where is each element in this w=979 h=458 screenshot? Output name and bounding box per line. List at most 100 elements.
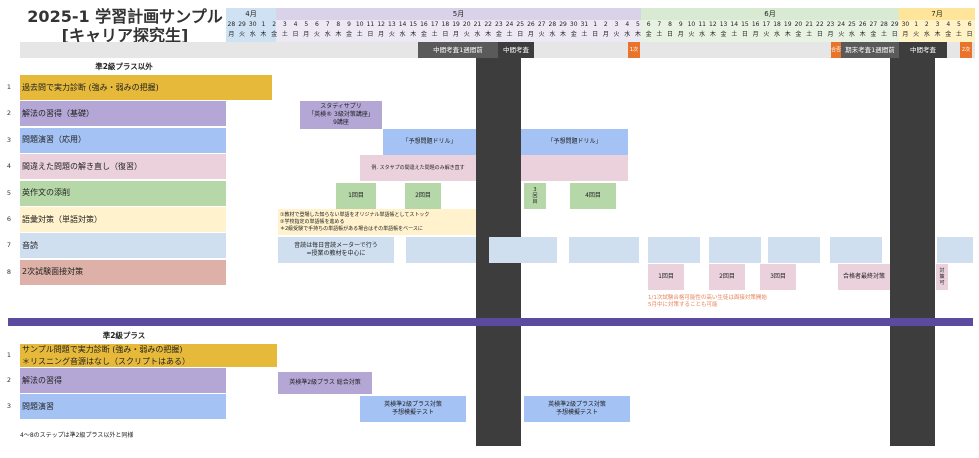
day-weekday: 金 <box>945 31 952 38</box>
task-ondoku-5 <box>648 237 700 263</box>
task-ondoku-9 <box>937 237 973 263</box>
day-weekday: 日 <box>816 31 823 38</box>
day-number: 24 <box>837 21 846 28</box>
day-weekday: 土 <box>881 31 888 38</box>
day-weekday: 日 <box>592 31 599 38</box>
month-jul: 7月 <box>899 8 975 20</box>
task-essay-1: 1回目 <box>336 183 376 209</box>
interview-note: 1/1次試験合格可能性の高い生徒は面接対策開始 5月中に対策することも可能 <box>648 295 767 308</box>
day-weekday: 金 <box>720 31 727 38</box>
task-interview-2: 2回目 <box>709 264 745 290</box>
row-number: 1 <box>6 351 12 359</box>
day-weekday: 水 <box>848 31 855 38</box>
day-number: 9 <box>678 21 683 28</box>
day-weekday: 日 <box>667 31 674 38</box>
row-label: 2次試験面接対策 <box>20 259 226 285</box>
day-weekday: 火 <box>239 31 246 38</box>
day-weekday: 月 <box>378 31 385 38</box>
task-drill-1: 「予想問題ドリル」 <box>383 129 476 155</box>
task-pre2-test-2: 英検準2級プラス対策 予想模擬テスト <box>524 396 630 422</box>
day-weekday: 木 <box>709 31 716 38</box>
row-label: 解法の習得 <box>20 368 226 393</box>
day-number: 13 <box>388 21 396 28</box>
day-weekday: 木 <box>634 31 641 38</box>
day-weekday: 月 <box>902 31 909 38</box>
day-number: 20 <box>462 21 471 28</box>
task-interview-1: 1回目 <box>648 264 684 290</box>
day-weekday: 土 <box>506 31 513 38</box>
day-weekday: 日 <box>891 31 898 38</box>
day-number: 15 <box>409 21 418 28</box>
event-midterm: 中間考査 <box>498 42 534 58</box>
task-ondoku-8 <box>830 237 882 263</box>
row-number: 6 <box>6 215 12 223</box>
exam-column-final <box>890 58 935 320</box>
task-pre2-test-1: 英検準2級プラス対策 予想模擬テスト <box>360 396 466 422</box>
day-number: 7 <box>325 21 330 28</box>
day-weekday: 木 <box>260 31 267 38</box>
day-number: 26 <box>527 21 535 28</box>
day-number: 3 <box>614 21 619 28</box>
day-number: 17 <box>762 21 771 28</box>
row-label: 間違えた問題の解き直し（復習） <box>20 154 226 180</box>
day-number: 10 <box>355 21 364 28</box>
day-number: 19 <box>452 21 460 28</box>
day-number: 1 <box>593 21 598 28</box>
task-interview-final: 合格者最終対策 <box>838 264 890 290</box>
task-ondoku-7 <box>768 237 820 263</box>
day-number: 14 <box>730 21 739 28</box>
title-line-2: [キャリア探究生] <box>61 26 189 45</box>
day-weekday: 金 <box>346 31 353 38</box>
day-number: 19 <box>783 21 792 28</box>
day-number: 2 <box>272 21 277 28</box>
day-weekday: 月 <box>453 31 460 38</box>
day-weekday: 日 <box>741 31 748 38</box>
row-number: 3 <box>6 402 12 410</box>
day-number: 18 <box>441 21 450 28</box>
day-cell: 19 月 <box>451 20 462 40</box>
task-interview-end: 対 策 可 <box>936 264 948 290</box>
event-final-week: 期末考査1週間前 <box>841 42 899 58</box>
row-label: サンプル問題で実力診断 (強み・弱みの把握) ＊リスニング音源はなし（スクリプト… <box>20 344 277 367</box>
day-number: 5 <box>957 21 961 28</box>
day-weekday: 日 <box>517 31 524 38</box>
task-essay-2: 2回目 <box>405 183 441 209</box>
row-label: 過去問で実力診断 (強み・弱みの把握) <box>20 75 272 100</box>
day-weekday: 土 <box>656 31 663 38</box>
day-weekday: 火 <box>463 31 470 38</box>
